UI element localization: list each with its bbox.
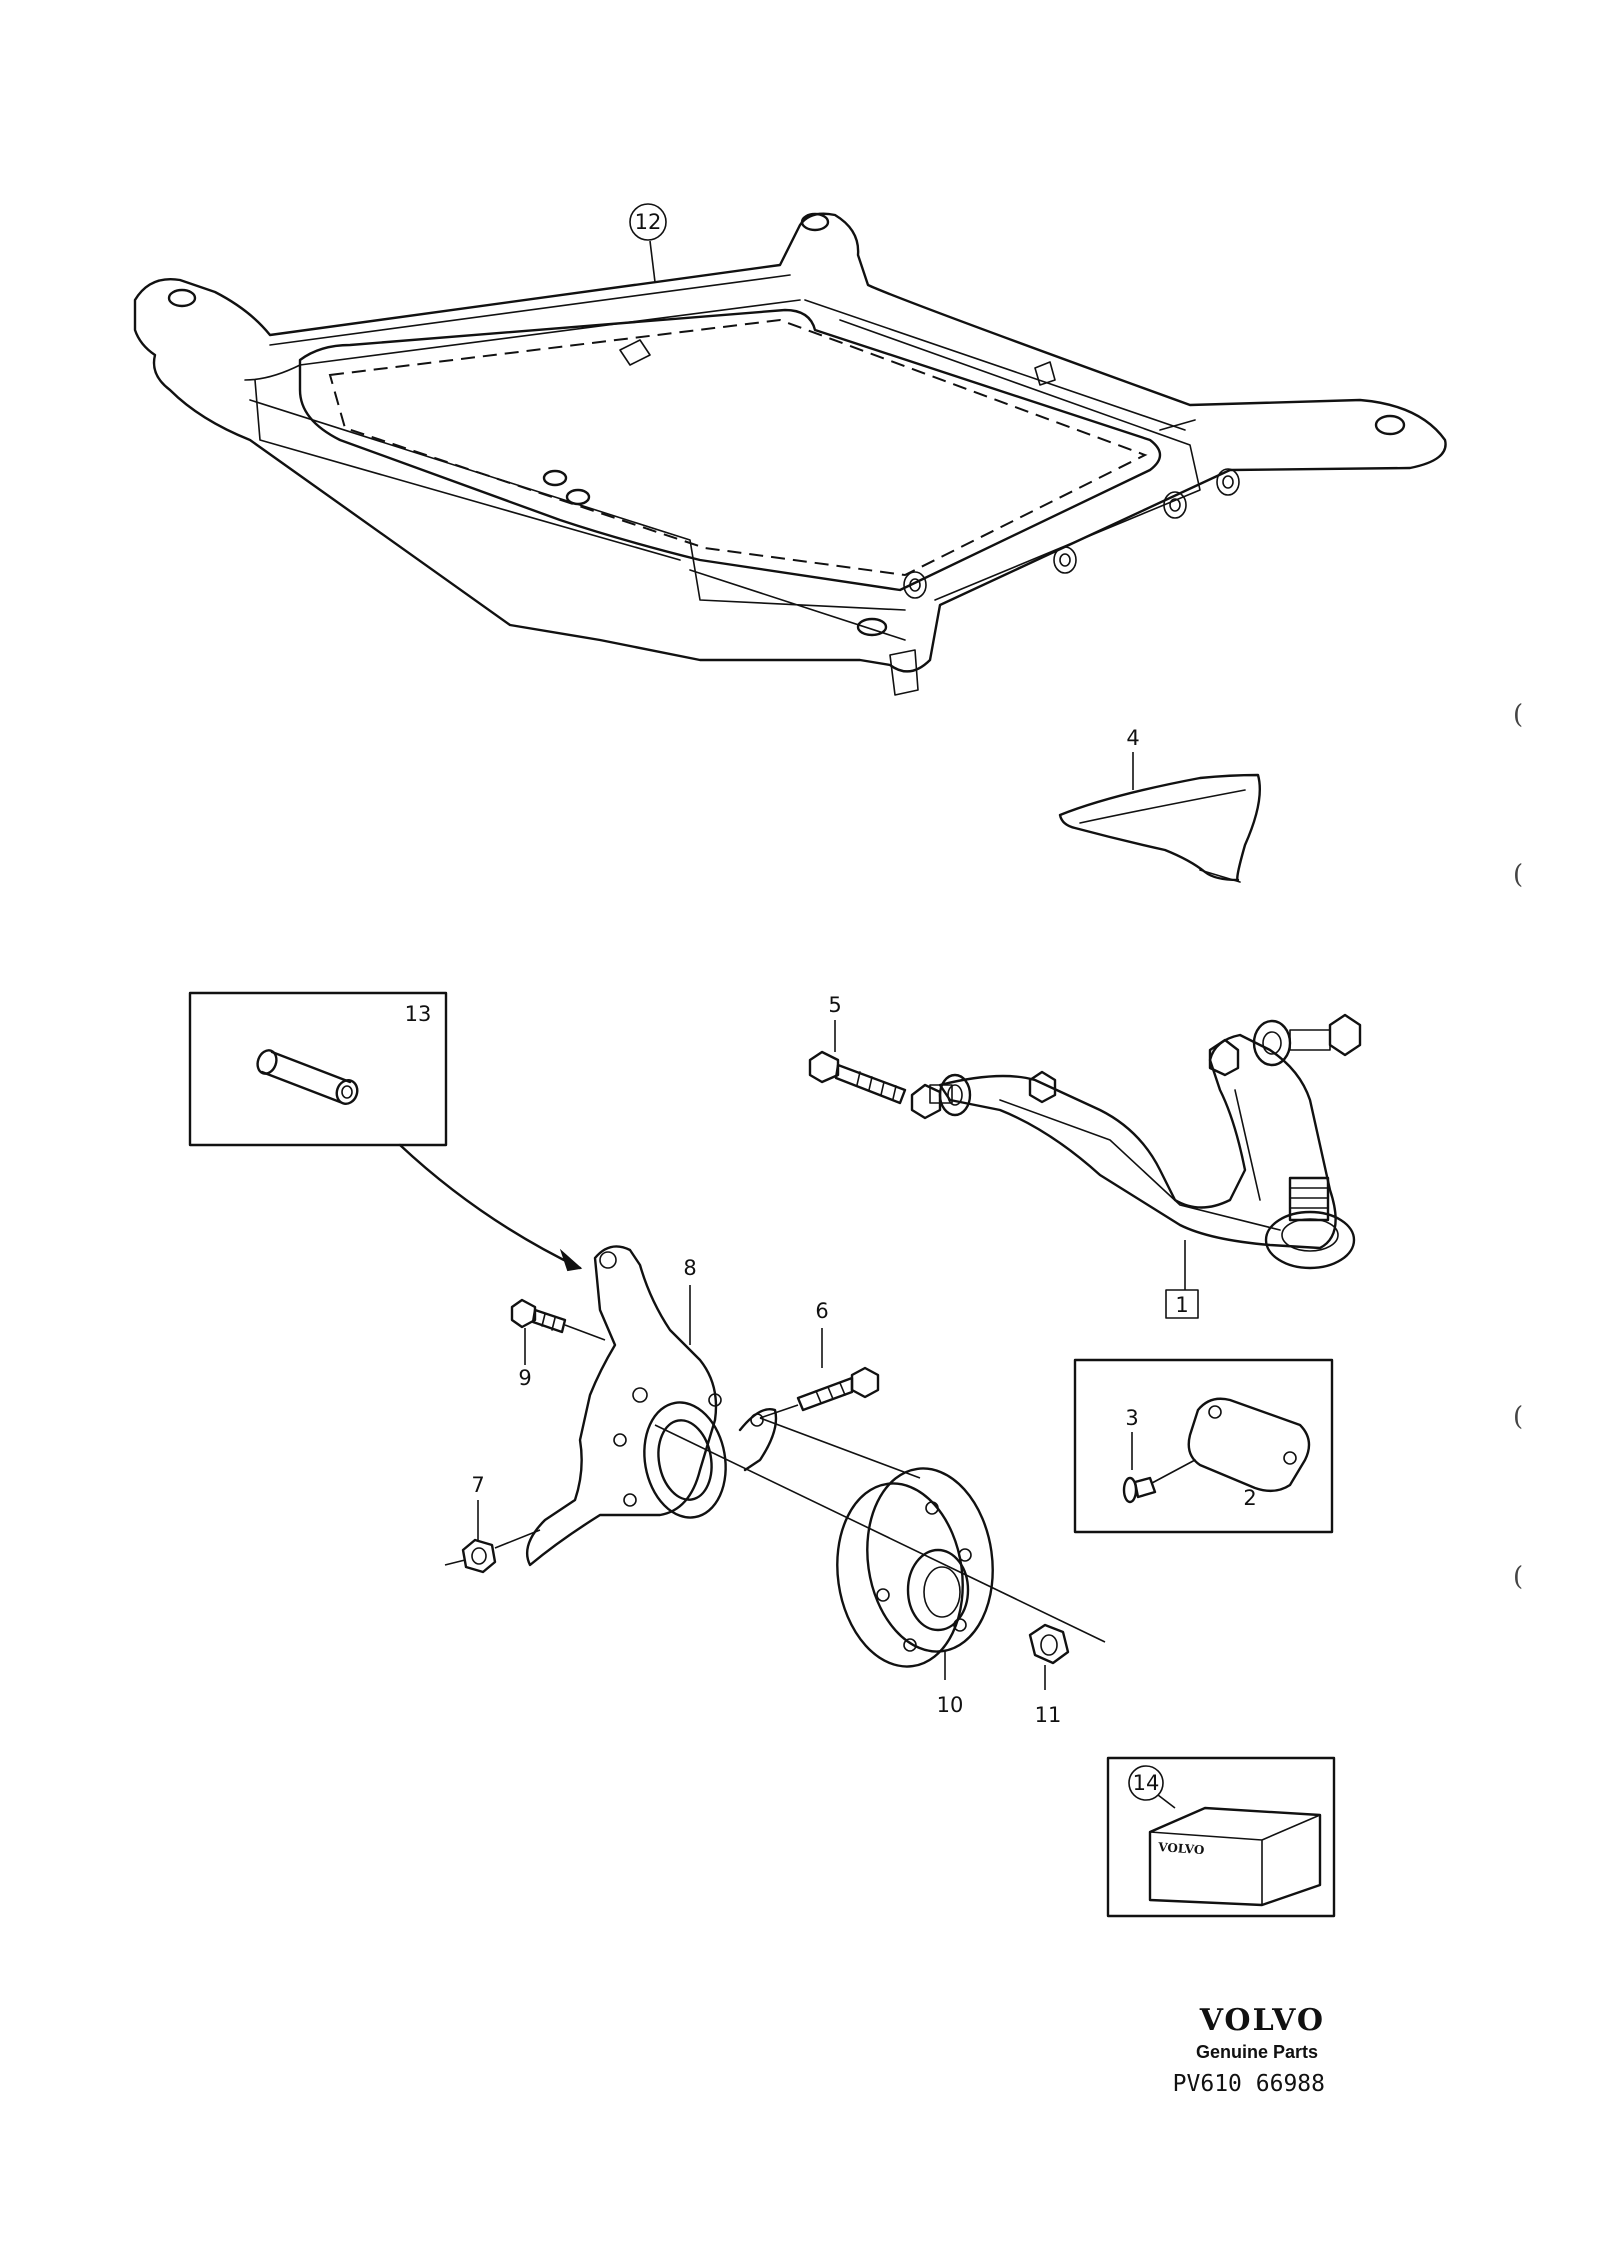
part-2-3-box bbox=[1073, 1358, 1334, 1534]
part-1-box bbox=[1165, 1289, 1199, 1319]
part-number-7: 7 bbox=[471, 1473, 484, 1497]
part-14-box bbox=[1106, 1756, 1336, 1918]
plate-2-drawing bbox=[1187, 1397, 1311, 1493]
bolt-9-drawing bbox=[510, 1298, 567, 1334]
nut-11-drawing bbox=[1028, 1623, 1070, 1665]
margin-mark-2: ( bbox=[1513, 860, 1523, 890]
part-number-6: 6 bbox=[815, 1299, 828, 1323]
control-arm-drawing bbox=[910, 1013, 1362, 1270]
callout-14: 14 bbox=[1128, 1765, 1176, 1809]
margin-mark-3: ( bbox=[1513, 1402, 1523, 1432]
steering-knuckle-drawing bbox=[525, 1245, 778, 1567]
bolt-6-drawing bbox=[796, 1366, 880, 1412]
part-number-8: 8 bbox=[683, 1256, 696, 1280]
part-number-1: 1 bbox=[1175, 1293, 1188, 1317]
rivet-3-drawing bbox=[1122, 1459, 1196, 1504]
part-number-14: 14 bbox=[1133, 1771, 1160, 1795]
shield-plate-drawing bbox=[1058, 773, 1261, 883]
footer-tagline: Genuine Parts bbox=[1196, 2042, 1318, 2062]
part-number-5: 5 bbox=[828, 993, 841, 1017]
wheel-hub-drawing bbox=[836, 1467, 994, 1668]
part-number-3: 3 bbox=[1125, 1406, 1138, 1430]
part-number-9: 9 bbox=[518, 1366, 531, 1390]
part-number-2: 2 bbox=[1243, 1486, 1256, 1510]
part-number-4: 4 bbox=[1126, 726, 1139, 750]
part-number-11: 11 bbox=[1035, 1703, 1062, 1727]
callout-12: 12 bbox=[629, 203, 667, 283]
footer-diagram-code: PV610 66988 bbox=[1173, 2071, 1325, 2097]
subframe-drawing bbox=[133, 212, 1447, 696]
bolt-5-drawing bbox=[808, 1050, 907, 1105]
part-13-box bbox=[188, 991, 448, 1147]
parts-package-drawing: VOLVO bbox=[1148, 1806, 1322, 1907]
part-number-12: 12 bbox=[635, 210, 662, 234]
margin-mark-1: ( bbox=[1513, 700, 1523, 730]
package-logo: VOLVO bbox=[1157, 1840, 1205, 1857]
part-number-13: 13 bbox=[405, 1002, 432, 1026]
nut-7-drawing bbox=[461, 1538, 497, 1574]
bushing-drawing bbox=[256, 1049, 359, 1105]
part-number-10: 10 bbox=[937, 1693, 964, 1717]
margin-mark-4: ( bbox=[1513, 1562, 1523, 1592]
footer-brand: VOLVO bbox=[1199, 2003, 1325, 2038]
